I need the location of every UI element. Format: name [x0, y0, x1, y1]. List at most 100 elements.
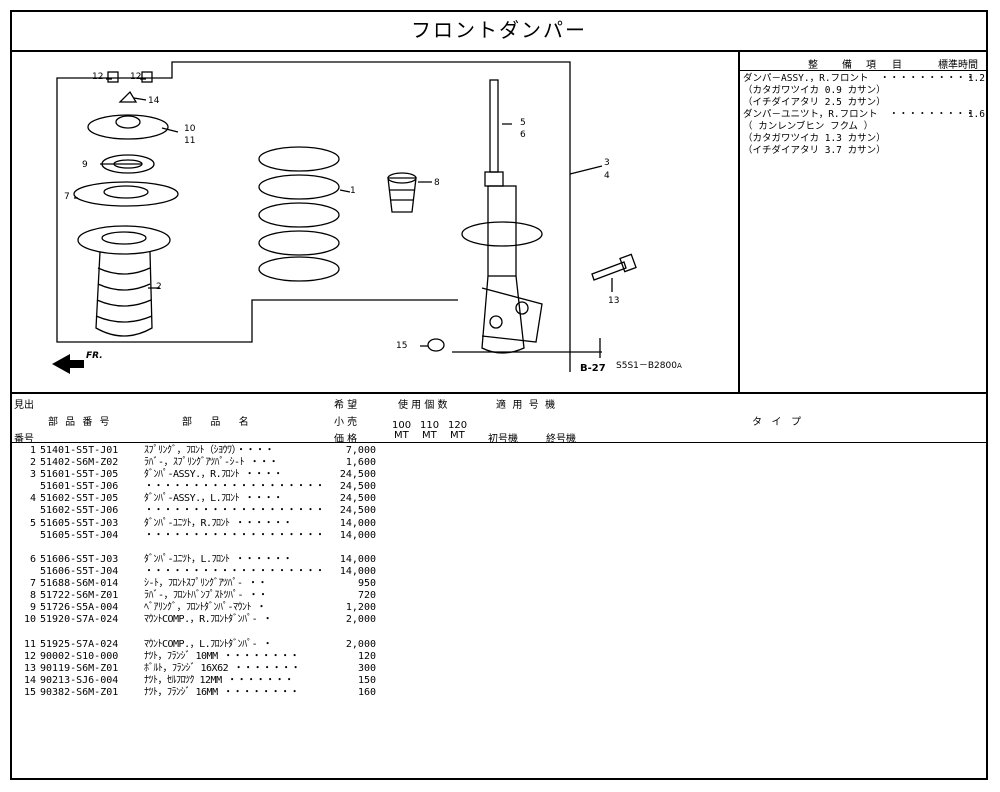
- price: 300: [357, 662, 376, 674]
- part-name: ・・・・・・・・・・・・・・・・・・・: [144, 565, 325, 577]
- table-row: 51601-S5T-J06・・・・・・・・・・・・・・・・・・・24,500: [14, 481, 394, 493]
- row-number: 12: [23, 650, 36, 662]
- part-number: 90002-S10-000: [40, 650, 119, 662]
- labor-line-text: ダンパ－ユニツト，R.フロント ・・・・・・・・・: [743, 109, 975, 120]
- part-number: 51605-S5T-J04: [40, 529, 119, 541]
- part-name: ﾅﾂﾄ，ﾌﾗﾝｼﾞ 10MM ・・・・・・・・: [144, 650, 300, 662]
- callout-4: 4: [604, 171, 610, 181]
- callout-6: 6: [520, 130, 526, 140]
- table-row: 3 51601-S5T-J05 ﾀﾞﾝﾊﾟ-ASSY.，R.ﾌﾛﾝﾄ ・・・・ 24,…: [14, 469, 394, 481]
- part-number: 51605-S5T-J03: [40, 517, 119, 529]
- part-name: ｽﾌﾟﾘﾝｸﾞ，ﾌﾛﾝﾄ（ｼﾖｳﾜ）・・・・: [144, 445, 275, 456]
- part-name: ｼ-ﾄ，ﾌﾛﾝﾄｽﾌﾟﾘﾝｸﾞｱﾂﾊﾟ- ・・: [144, 578, 268, 590]
- part-number: 90213-SJ6-004: [40, 674, 119, 686]
- hdr-110: 110: [420, 420, 440, 431]
- price: 720: [357, 590, 376, 602]
- hdr-part-number: 部 品 番 号: [48, 417, 112, 428]
- hdr-bango: 番号: [14, 434, 34, 445]
- row-number: 11: [23, 638, 36, 650]
- hdr-kakaku: 価 格: [334, 434, 358, 445]
- hdr-120: 120: [448, 420, 468, 431]
- part-name: ﾗﾊﾞ-，ｽﾌﾟﾘﾝｸﾞｱﾂﾊﾟ-ｼ-ﾄ ・・・: [144, 457, 279, 469]
- labor-time: 1.2: [967, 73, 985, 84]
- part-number: 90119-S6M-Z01: [40, 662, 119, 674]
- page-frame: [10, 10, 988, 780]
- part-number: 51722-S6M-Z01: [40, 590, 119, 602]
- exploded-diagram: [52, 61, 637, 374]
- callout-7: 7: [64, 192, 70, 202]
- flange-bolt: [591, 253, 637, 281]
- labor-separator: [740, 70, 988, 71]
- hdr-first: 初号機: [488, 434, 518, 445]
- table-row: 12 90002-S10-000 ﾅﾂﾄ，ﾌﾗﾝｼﾞ 10MM ・・・・・・・・ 12…: [14, 651, 394, 663]
- hdr-usage: 使 用 個 数: [398, 400, 448, 411]
- part-name: ﾀﾞﾝﾊﾟ-ASSY.，R.ﾌﾛﾝﾄ ・・・・: [144, 469, 283, 481]
- callout-10: 10: [184, 124, 196, 134]
- labor-time: 1.6: [967, 109, 985, 120]
- price: 14,000: [339, 565, 376, 577]
- callout-1: 1: [350, 186, 356, 196]
- labor-line: ダンパ－ASSY.，R.フロント ・・・・・・・・・・1.2: [743, 73, 987, 85]
- part-name: ・・・・・・・・・・・・・・・・・・・: [144, 529, 325, 541]
- part-number: 51606-S5T-J03: [40, 553, 119, 565]
- price: 120: [357, 650, 376, 662]
- part-number: 51601-S5T-J05: [40, 469, 119, 481]
- labor-line-text: （イチダイアタリ 2.5 カサン）: [743, 97, 886, 108]
- table-row: 51606-S5T-J04・・・・・・・・・・・・・・・・・・・14,000: [14, 566, 394, 578]
- part-number: 51601-S5T-J06: [40, 481, 119, 493]
- labor-line: （イチダイアタリ 2.5 カサン）: [743, 97, 987, 109]
- price: 7,000: [345, 445, 376, 456]
- table-row: 8 51722-S6M-Z01 ﾗﾊﾞ-，ﾌﾛﾝﾄﾊﾞﾝﾌﾟｽﾄﾂﾊﾟ- ・・ 720: [14, 590, 394, 602]
- part-number: 51925-S7A-024: [40, 638, 119, 650]
- row-number: 15: [23, 686, 36, 698]
- part-number: 51726-S5A-004: [40, 602, 119, 614]
- hdr-midashi: 見出: [14, 400, 34, 411]
- price: 24,500: [339, 469, 376, 481]
- divider-vertical: [738, 52, 740, 394]
- callout-12b: 12: [130, 72, 142, 82]
- callout-2: 2: [156, 282, 162, 292]
- part-name: ﾀﾞﾝﾊﾟ-ﾕﾆﾂﾄ，R.ﾌﾛﾝﾄ ・・・・・・: [144, 517, 293, 529]
- row-number: 4: [29, 493, 36, 505]
- callout-11: 11: [184, 136, 196, 146]
- part-name: ﾅﾂﾄ，ｾﾙﾌﾛﾂｸ 12MM ・・・・・・・: [144, 674, 294, 686]
- hdr-kouri: 小 売: [334, 417, 358, 428]
- header-separator: [10, 442, 988, 443]
- row-gap: [14, 626, 394, 638]
- labor-line: （ カンレンブヒン フクム ）: [743, 121, 987, 133]
- part-name: ﾗﾊﾞ-，ﾌﾛﾝﾄﾊﾞﾝﾌﾟｽﾄﾂﾊﾟ- ・・: [144, 590, 268, 602]
- part-name: ﾏｳﾝﾄCOMP.，R.ﾌﾛﾝﾄﾀﾞﾝﾊﾟ- ・: [144, 614, 273, 626]
- page-title: フロントダンパー: [10, 10, 988, 52]
- row-number: 13: [23, 662, 36, 674]
- ref-label: B-27: [580, 363, 606, 374]
- hdr-applicable: 適 用 号 機: [496, 400, 556, 411]
- part-number: 51602-S5T-J05: [40, 493, 119, 505]
- labor-line-text: （カタガワツイカ 0.9 カサン）: [743, 85, 886, 96]
- row-number: 8: [29, 590, 36, 602]
- labor-line-text: ダンパ－ASSY.，R.フロント ・・・・・・・・・・: [743, 73, 975, 84]
- row-number: 3: [29, 469, 36, 481]
- part-number: 51602-S5T-J06: [40, 505, 119, 517]
- price: 2,000: [345, 614, 376, 626]
- price: 24,500: [339, 505, 376, 517]
- part-name: ﾍﾞｱﾘﾝｸﾞ，ﾌﾛﾝﾄﾀﾞﾝﾊﾟ-ﾏｳﾝﾄ ・: [144, 602, 267, 614]
- price: 14,000: [339, 553, 376, 565]
- coil-spring: [258, 146, 340, 282]
- part-number: 51402-S6M-Z02: [40, 457, 119, 469]
- price: 2,000: [345, 638, 376, 650]
- mount-assembly: [73, 71, 179, 337]
- table-row: 51605-S5T-J04・・・・・・・・・・・・・・・・・・・14,000: [14, 530, 394, 542]
- row-number: 10: [23, 614, 36, 626]
- row-number: 7: [29, 578, 36, 590]
- price: 160: [357, 686, 376, 698]
